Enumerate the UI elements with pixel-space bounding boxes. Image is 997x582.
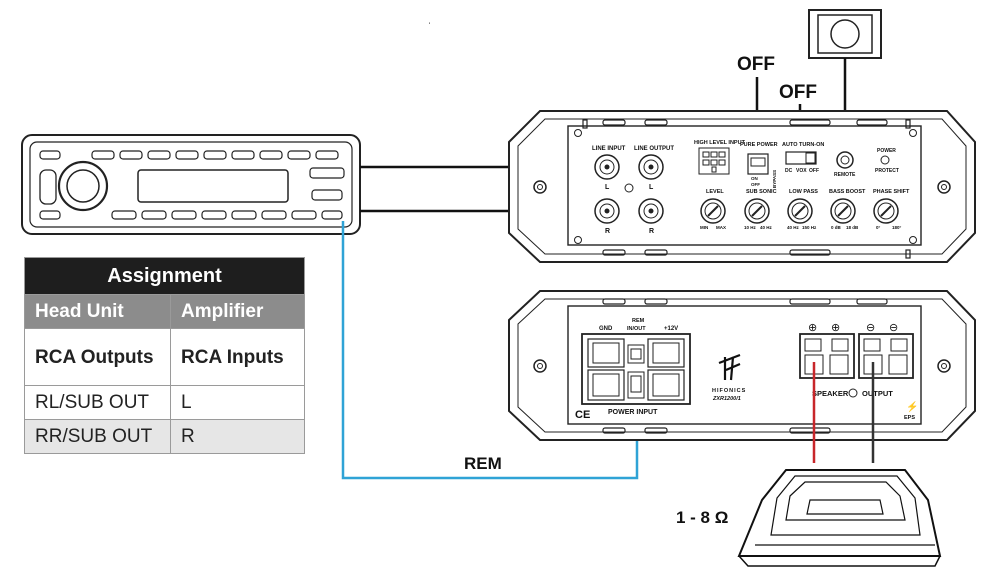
svg-text:LOW PASS: LOW PASS xyxy=(789,189,818,195)
table-cell-head-unit: RR/SUB OUT xyxy=(24,419,171,454)
knob-bass-boost: BASS BOOST 0 dB 18 dB xyxy=(829,189,866,230)
knob-subsonic: SUB SONIC 10 Hz 40 Hz xyxy=(744,189,777,230)
table-title: Assignment xyxy=(24,257,305,295)
rca-jack-input-r xyxy=(594,198,620,224)
power-input-terminal xyxy=(581,333,691,405)
table-header-head-unit: Head Unit xyxy=(24,294,171,329)
svg-text:SUB SONIC: SUB SONIC xyxy=(746,189,777,195)
power-label: POWER xyxy=(877,148,896,154)
remote-port-icon xyxy=(836,151,854,169)
auto-dc-label: DC xyxy=(785,168,793,174)
pure-power-label: PURE POWER xyxy=(740,142,778,148)
svg-text:150 Hz: 150 Hz xyxy=(802,225,817,230)
minus-1-label: ⊖ xyxy=(866,322,875,334)
ch-l2-label: L xyxy=(649,184,654,191)
svg-text:BASS BOOST: BASS BOOST xyxy=(829,189,866,195)
svg-text:ˌ: ˌ xyxy=(428,14,431,25)
rem-label: REM xyxy=(464,454,502,473)
remote-control xyxy=(808,9,882,160)
svg-text:MIN: MIN xyxy=(700,225,708,230)
knob-level: LEVEL MIN MAX xyxy=(700,189,726,230)
power-led-icon xyxy=(880,155,890,165)
table-cell-head-unit: RL/SUB OUT xyxy=(24,385,171,420)
volume-knob-icon xyxy=(57,160,109,212)
subwoofer-icon xyxy=(737,469,942,567)
auto-turn-on-switch xyxy=(785,151,817,165)
eps-label: EPS xyxy=(904,415,915,421)
bypass-label: BYPASS xyxy=(772,170,777,188)
svg-text:MAX: MAX xyxy=(716,225,726,230)
bypass-switch xyxy=(747,153,769,175)
svg-text:0°: 0° xyxy=(876,225,881,230)
power-input-label: POWER INPUT xyxy=(608,409,658,416)
rca-jack-output-r xyxy=(638,198,664,224)
table-cell-rca-inputs: RCA Inputs xyxy=(170,328,305,386)
rca-jack-output-l xyxy=(638,154,664,180)
impedance-label: 1 - 8 Ω xyxy=(676,508,728,527)
bypass-on-label: ON xyxy=(751,176,758,181)
remote-knob-icon xyxy=(830,19,860,49)
model-label: ZXR1200/1 xyxy=(712,396,741,402)
line-output-label: LINE OUTPUT xyxy=(634,146,674,152)
ch-l-label: L xyxy=(605,184,610,191)
radio-display xyxy=(137,169,289,203)
in-out-label: IN/OUT xyxy=(627,326,646,332)
svg-text:180°: 180° xyxy=(892,225,902,230)
high-level-input-label: HIGH LEVEL INPUT xyxy=(694,140,746,146)
bypass-off-label: OFF xyxy=(751,182,760,187)
auto-turn-on-label: AUTO TURN-ON xyxy=(782,142,824,148)
amplifier-top-panel: LINE INPUT LINE OUTPUT L R L R HIGH xyxy=(508,110,976,263)
remote-label: REMOTE xyxy=(834,172,856,178)
plus-1-label: ⊕ xyxy=(808,322,817,334)
speaker-output-terminal xyxy=(799,333,914,379)
off-label-2: OFF xyxy=(779,82,817,103)
table-cell-amplifier: L xyxy=(170,385,305,420)
table-header-amplifier: Amplifier xyxy=(170,294,305,329)
auto-vox-label: VOX xyxy=(796,168,807,174)
rem-terminal-label: REM xyxy=(632,318,645,324)
plus-2-label: ⊕ xyxy=(831,322,840,334)
brand-label: HIFONICS xyxy=(712,388,746,394)
amplifier-bottom-panel: GND REM IN/OUT +12V POWER INPUT HIFONICS… xyxy=(508,290,976,441)
knob-lowpass: LOW PASS 40 Hz 150 Hz xyxy=(787,189,818,230)
ce-mark: CE xyxy=(575,409,590,421)
table-row: RL/SUB OUT L xyxy=(24,385,305,420)
svg-text:18 dB: 18 dB xyxy=(846,225,859,230)
rca-jack-input-l xyxy=(594,154,620,180)
knob-phase-shift: PHASE SHIFT 0° 180° xyxy=(873,189,910,230)
minus-2-label: ⊖ xyxy=(889,322,898,334)
hifonics-logo-icon xyxy=(718,353,741,381)
plus12v-label: +12V xyxy=(664,326,678,332)
line-input-label: LINE INPUT xyxy=(592,146,626,152)
output-label: OUTPUT xyxy=(862,389,893,398)
svg-text:10 Hz: 10 Hz xyxy=(744,225,757,230)
protect-label: PROTECT xyxy=(875,168,899,174)
svg-text:40 Hz: 40 Hz xyxy=(760,225,773,230)
table-row: RR/SUB OUT R xyxy=(24,419,305,454)
high-level-input-connector xyxy=(698,147,730,175)
table-cell-amplifier: R xyxy=(170,419,305,454)
eps-icon: ⚡ xyxy=(906,400,918,413)
svg-text:40 Hz: 40 Hz xyxy=(787,225,800,230)
off-label-1: OFF xyxy=(737,54,775,75)
speaker-label: SPEAKER xyxy=(812,389,849,398)
ch-r2-label: R xyxy=(649,228,654,235)
assignment-table: Assignment Head Unit Amplifier RCA Outpu… xyxy=(24,257,305,454)
table-cell-rca-outputs: RCA Outputs xyxy=(24,328,171,386)
svg-text:LEVEL: LEVEL xyxy=(706,189,724,195)
svg-text:PHASE SHIFT: PHASE SHIFT xyxy=(873,189,910,195)
head-unit xyxy=(21,134,361,235)
gnd-label: GND xyxy=(599,326,613,332)
svg-text:0 dB: 0 dB xyxy=(831,225,842,230)
ch-r-label: R xyxy=(605,228,610,235)
auto-off-label: OFF xyxy=(809,168,819,174)
